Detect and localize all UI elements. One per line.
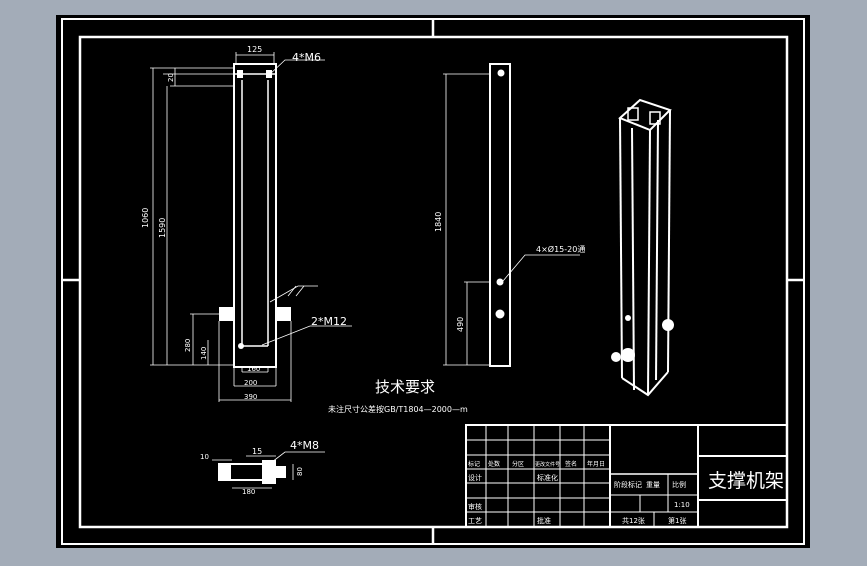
isometric-view: [611, 98, 674, 397]
dim-15: 15: [252, 447, 262, 456]
tb-row-label-4: 更改文件号: [535, 461, 560, 468]
tb-scale-value: 1:10: [674, 501, 690, 509]
top-hole-left: [237, 70, 243, 78]
dim-80: 80: [296, 467, 304, 476]
front-view: 125 4*M6 1060 1590 20 2*M12 280 140 160 …: [141, 45, 352, 402]
title-block-outline: [465, 424, 788, 528]
iso-hole: [625, 315, 631, 321]
tb-left-label-process: 工艺: [468, 517, 482, 525]
dim-1590: 1590: [158, 218, 167, 238]
bottom-boss: [262, 460, 276, 484]
iso-edge-1: [619, 117, 623, 379]
side-view: 1840 490 4×Ø15-20通: [434, 63, 585, 367]
top-hole-right: [266, 70, 272, 78]
right-boss: [276, 307, 291, 321]
label-2m12: 2*M12: [311, 315, 347, 328]
dim-140: 140: [200, 347, 208, 360]
dim-1840: 1840: [434, 212, 443, 232]
label-4m6: 4*M6: [292, 51, 321, 64]
tb-sheet-total: 共12张: [622, 516, 645, 525]
dim-200: 200: [244, 379, 257, 387]
label-side-hole: 4×Ø15-20通: [536, 244, 585, 254]
side-hole-2: [495, 309, 505, 319]
bottom-end-right: [276, 466, 286, 478]
leader-2m12: [261, 325, 352, 346]
dim-125: 125: [247, 45, 262, 54]
iso-edge-5: [655, 119, 659, 381]
dim-390: 390: [244, 393, 257, 401]
side-hole-1: [496, 278, 504, 286]
bottom-end-left: [218, 463, 230, 481]
iso-top-bracket-2: [649, 111, 661, 125]
side-top-hole: [497, 69, 505, 77]
dim-160: 160: [247, 365, 260, 373]
iso-edge-2: [631, 127, 635, 391]
tb-mid-label-std: 标准化: [537, 473, 558, 482]
tb-row-label-6: 年月日: [587, 460, 605, 468]
title-block: 支撑机架 标记 处数 分区 更改文件号 签名 年月日 设计 审核 工艺 标准化 …: [465, 424, 788, 528]
tb-mid-label-approve: 批准: [537, 516, 551, 525]
tb-row-label-2: 处数: [488, 460, 500, 468]
iso-bottom: [621, 371, 669, 397]
leader-weld: [269, 285, 318, 303]
bottom-hole-marker: [238, 343, 244, 349]
weld-mark-2: [295, 285, 305, 297]
side-body-outline: [489, 63, 511, 367]
weld-mark-1: [287, 285, 297, 297]
tb-weight-label: 重量: [646, 481, 660, 489]
dim-10: 10: [200, 453, 209, 461]
tb-left-label-review: 审核: [468, 502, 482, 511]
side-leader: [502, 254, 580, 282]
dim-490: 490: [456, 317, 465, 332]
iso-edge-3: [647, 129, 651, 396]
bottom-leader: [271, 451, 325, 463]
dim-20: 20: [167, 73, 175, 82]
tb-left-label-design: 设计: [468, 473, 482, 482]
tb-sheet-no: 第1张: [668, 516, 686, 525]
left-boss: [219, 307, 234, 321]
dim-180: 180: [242, 488, 255, 496]
tb-stage-label: 阶段标记: [614, 480, 642, 489]
tb-scale-label: 比例: [672, 480, 686, 489]
tb-row-label-1: 标记: [468, 460, 480, 468]
iso-boss-3: [662, 319, 674, 331]
dim-280: 280: [184, 339, 192, 352]
bottom-view: 10 15 180 80 4*M8: [200, 439, 325, 496]
iso-boss-2: [611, 352, 621, 362]
iso-top-bracket-1: [627, 107, 639, 121]
iso-boss-1: [621, 348, 635, 362]
tb-row-label-3: 分区: [512, 460, 524, 468]
label-4m8: 4*M8: [290, 439, 319, 452]
tech-requirements-title: 技术要求: [375, 378, 435, 396]
tech-requirements-note: 未注尺寸公差按GB/T1804—2000—m: [328, 404, 468, 414]
drawing-title: 支撑机架: [708, 470, 784, 492]
drawing-sheet: [56, 15, 810, 548]
leader-4m6: [267, 59, 325, 77]
dim-1060: 1060: [141, 208, 150, 228]
tb-row-label-5: 签名: [565, 460, 577, 468]
